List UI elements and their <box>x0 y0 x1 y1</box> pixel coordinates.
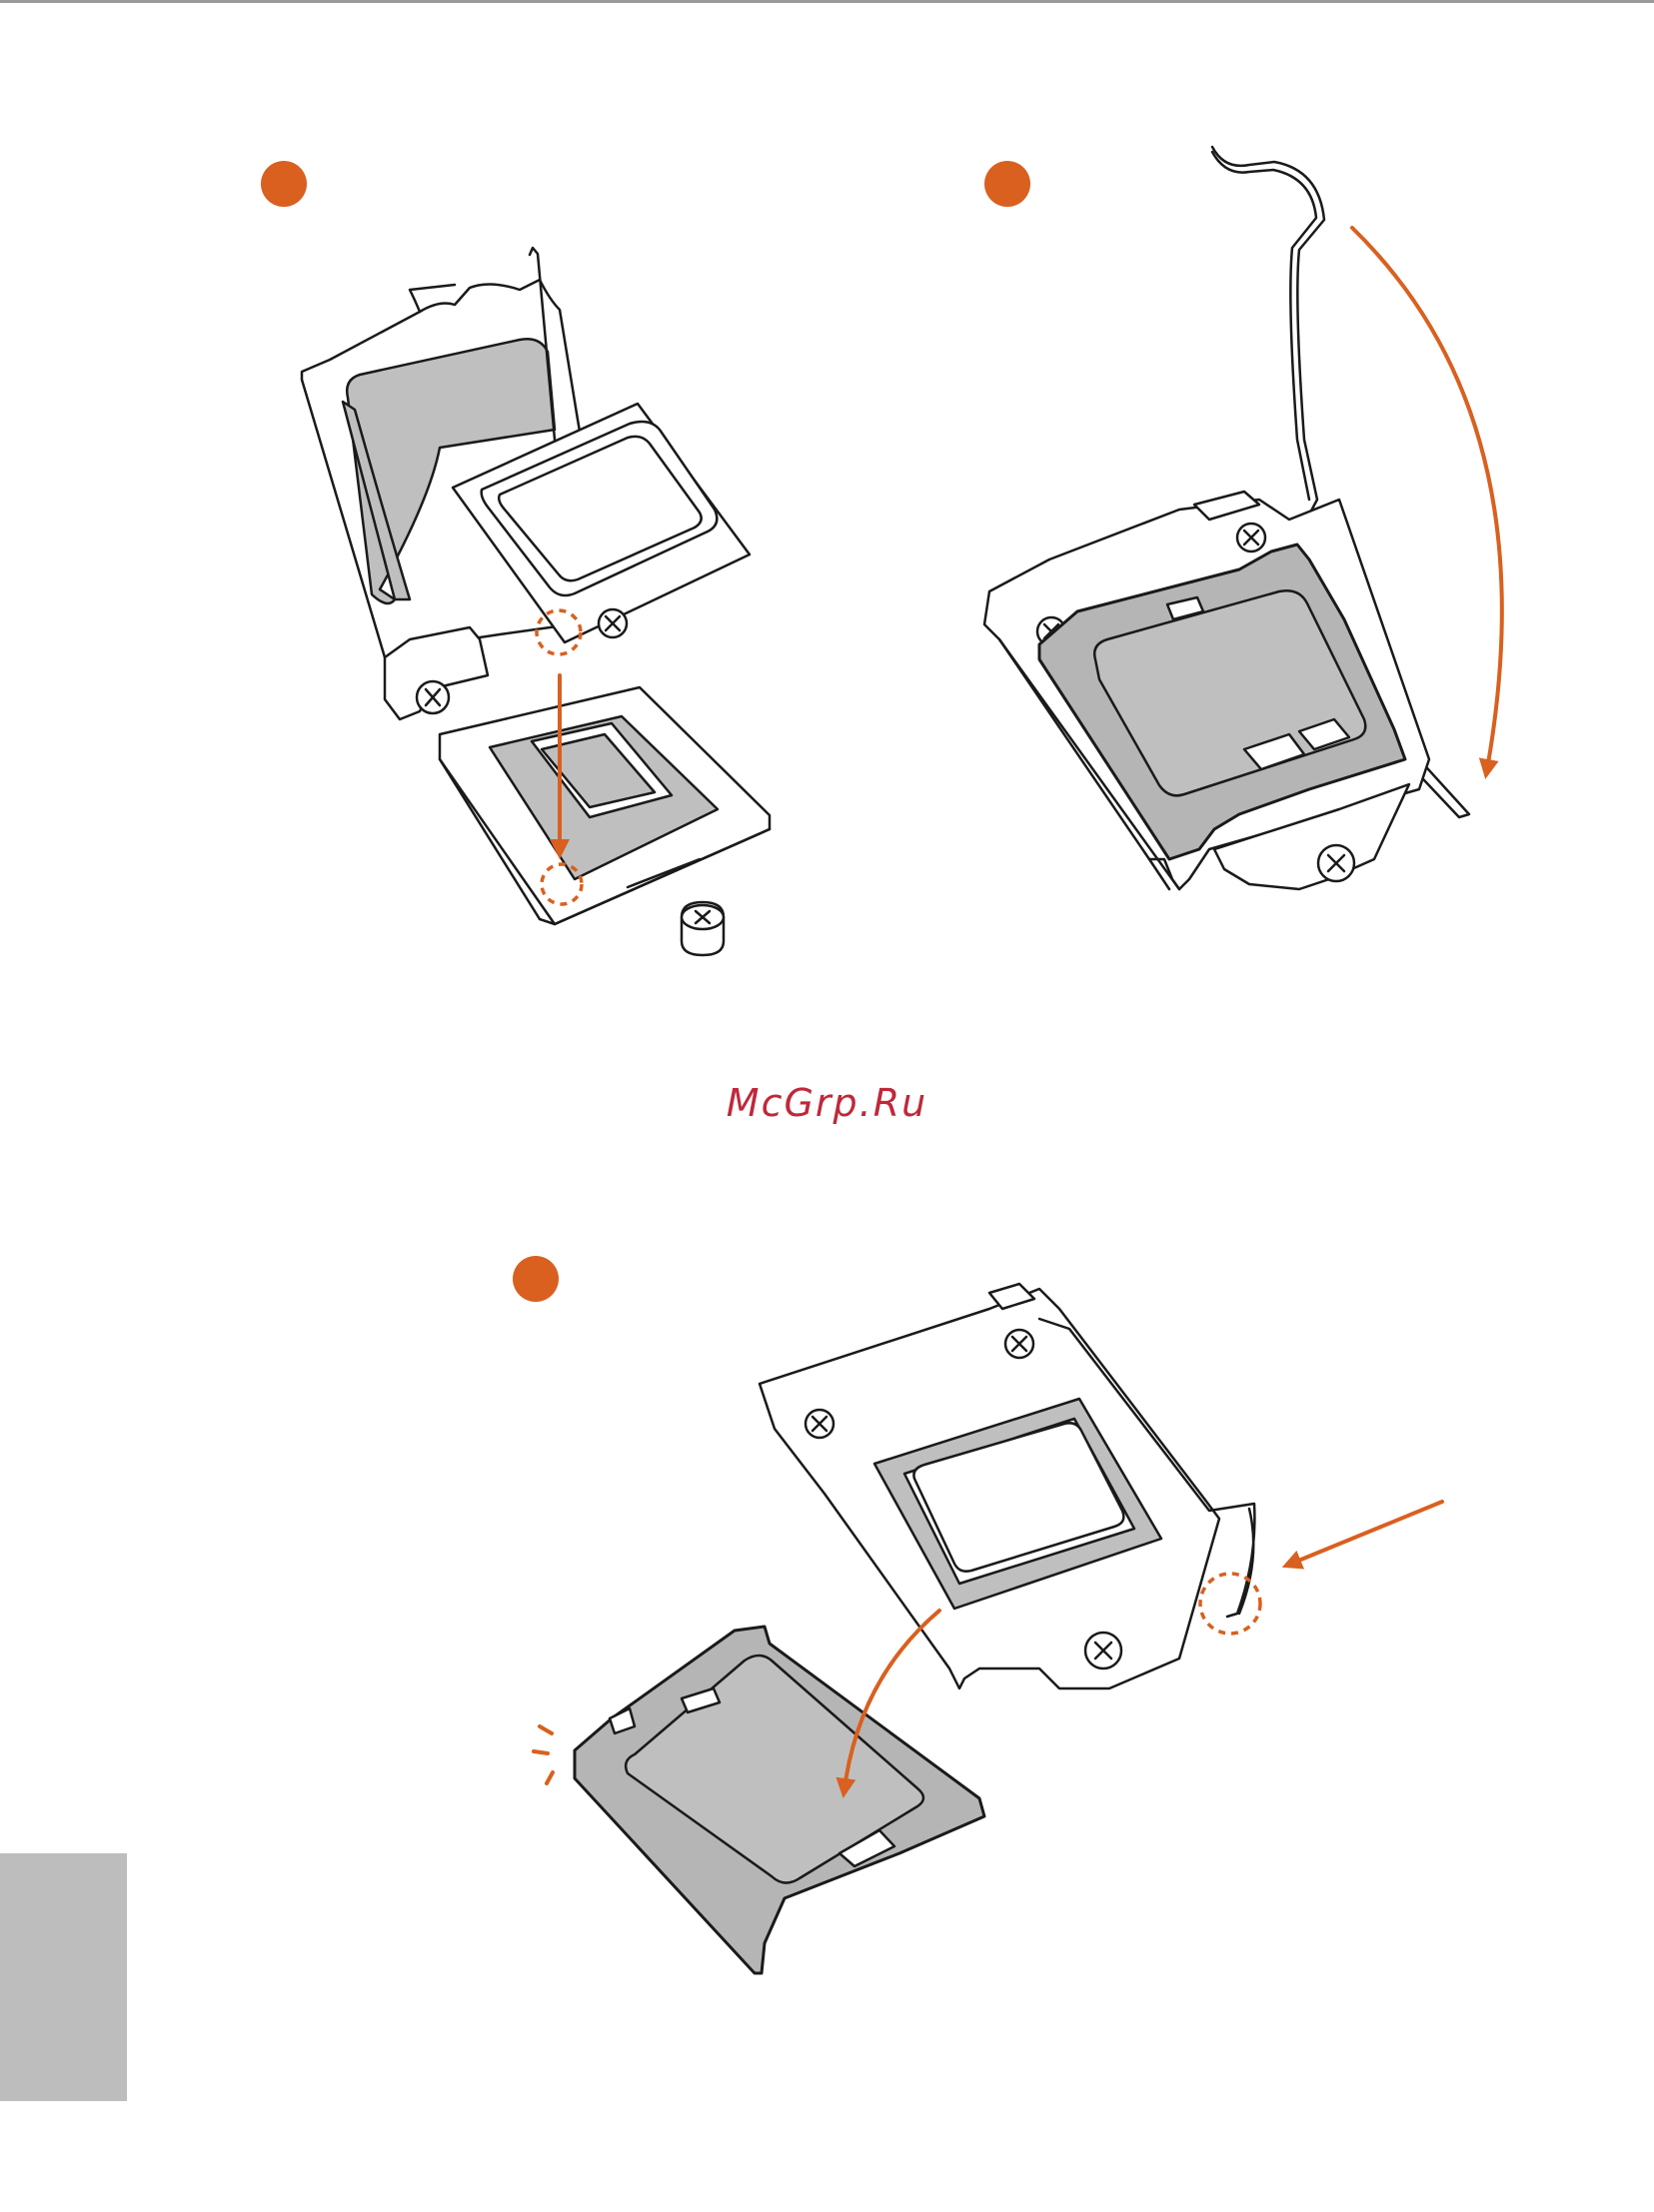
step-1-marker <box>261 161 307 207</box>
step-2-marker <box>984 161 1030 207</box>
step-3-marker <box>513 1256 559 1302</box>
step-2-illustration <box>984 147 1502 889</box>
step-1-illustration <box>302 248 770 955</box>
step-3-illustration <box>534 1284 1442 1973</box>
watermark-text: McGrp.Ru <box>0 1081 1654 1125</box>
